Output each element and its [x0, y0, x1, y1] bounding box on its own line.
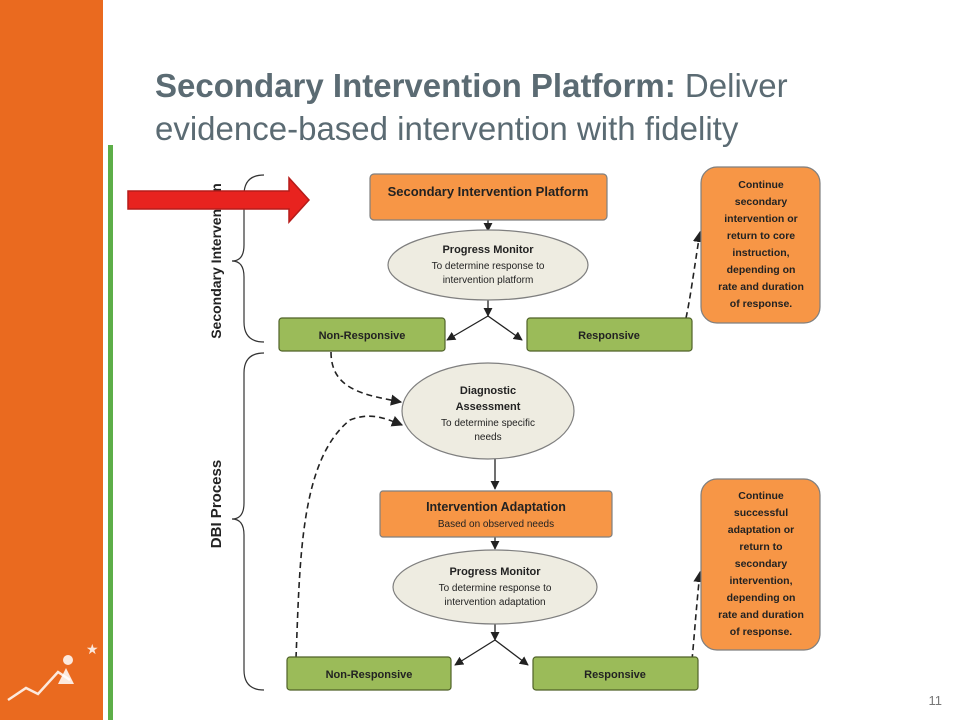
responsive-1-box [526, 317, 693, 352]
title-bold: Secondary Intervention Platform: [155, 67, 676, 104]
continue-1-line: return to core [727, 230, 795, 242]
responsive-2-label: Responsive [584, 669, 646, 681]
continue-2-box [700, 478, 821, 651]
continue-2-line: secondary [735, 558, 788, 570]
continue-1-line: intervention or [724, 213, 798, 225]
svg-text:★: ★ [86, 641, 99, 657]
progress-monitor-2-title: Progress Monitor [449, 566, 541, 578]
intervention-adaptation-title: Intervention Adaptation [426, 500, 566, 514]
secondary-brace-label: Secondary Intervention [208, 183, 224, 339]
intervention-adaptation-box [379, 490, 613, 538]
accent-line [108, 145, 113, 720]
continue-1-line: instruction, [732, 247, 789, 259]
diagnostic-title-2: Assessment [456, 401, 521, 413]
continue-1-line: depending on [727, 264, 796, 276]
dbi-brace [231, 352, 265, 691]
sidebar-band [0, 0, 103, 720]
secondary-platform-label: Secondary Intervention Platform [388, 184, 589, 199]
continue-2-line: of response. [730, 626, 793, 638]
title-rest: Deliver evidence-based intervention with… [155, 67, 788, 147]
nonresponsive-2-box [286, 656, 452, 691]
progress-monitor-2-line2: intervention adaptation [444, 597, 545, 608]
continue-1-line: of response. [730, 298, 793, 310]
dbi-brace-label: DBI Process [208, 460, 225, 548]
continue-2-line: return to [739, 541, 782, 553]
continue-1-box [700, 166, 821, 324]
progress-monitor-1-title: Progress Monitor [442, 244, 534, 256]
diagnostic-line-2: needs [474, 432, 501, 443]
nonresponsive-1-box [278, 317, 446, 352]
progress-monitor-1-line1: To determine response to [432, 261, 545, 272]
continue-1-line: secondary [735, 196, 788, 208]
intervention-adaptation-subtitle: Based on observed needs [438, 519, 554, 530]
progress-monitor-2-ellipse [392, 549, 598, 625]
continue-2-line: adaptation or [728, 524, 795, 536]
red-arrow-icon [127, 176, 311, 224]
continue-1-line: Continue [738, 179, 784, 191]
progress-monitor-1-line2: intervention platform [443, 275, 534, 286]
responsive-1-label: Responsive [578, 330, 640, 342]
nonresponsive-1-label: Non-Responsive [319, 330, 406, 342]
continue-2-line: depending on [727, 592, 796, 604]
diagnostic-title-1: Diagnostic [460, 385, 516, 397]
progress-monitor-1-ellipse [387, 229, 589, 301]
nonresponsive-2-label: Non-Responsive [326, 669, 413, 681]
diagnostic-assessment-ellipse [401, 362, 575, 460]
continue-1-line: rate and duration [718, 281, 804, 293]
progress-monitor-2-line1: To determine response to [439, 583, 552, 594]
growth-chart-logo: ★ [7, 641, 99, 702]
continue-2-line: successful [734, 507, 788, 519]
secondary-brace [231, 174, 265, 343]
continue-2-line: Continue [738, 490, 784, 502]
continue-2-line: intervention, [729, 575, 792, 587]
secondary-platform-box [369, 173, 608, 221]
slide-title: Secondary Intervention Platform: Deliver… [155, 64, 935, 150]
diagnostic-line-1: To determine specific [441, 418, 535, 429]
page-number: 11 [928, 693, 943, 708]
responsive-2-box [532, 656, 699, 691]
continue-2-line: rate and duration [718, 609, 804, 621]
